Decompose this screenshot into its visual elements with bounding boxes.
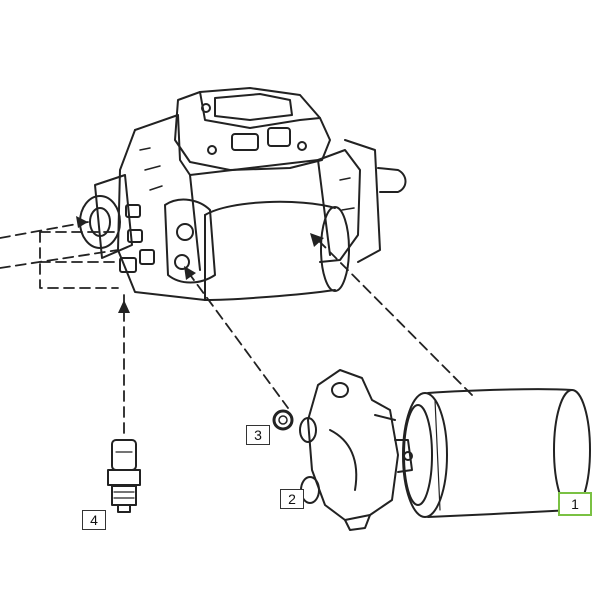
part-3-seal xyxy=(272,409,294,431)
assembly-lines xyxy=(0,221,473,436)
pump-assembly xyxy=(79,87,407,301)
callout-2: 2 xyxy=(280,489,304,509)
arrow-heads xyxy=(76,216,324,313)
part-2-filter-head xyxy=(299,369,413,531)
callout-4: 4 xyxy=(82,510,106,530)
part-4-fitting xyxy=(107,439,141,513)
callout-3: 3 xyxy=(246,425,270,445)
callout-1: 1 xyxy=(558,492,592,516)
